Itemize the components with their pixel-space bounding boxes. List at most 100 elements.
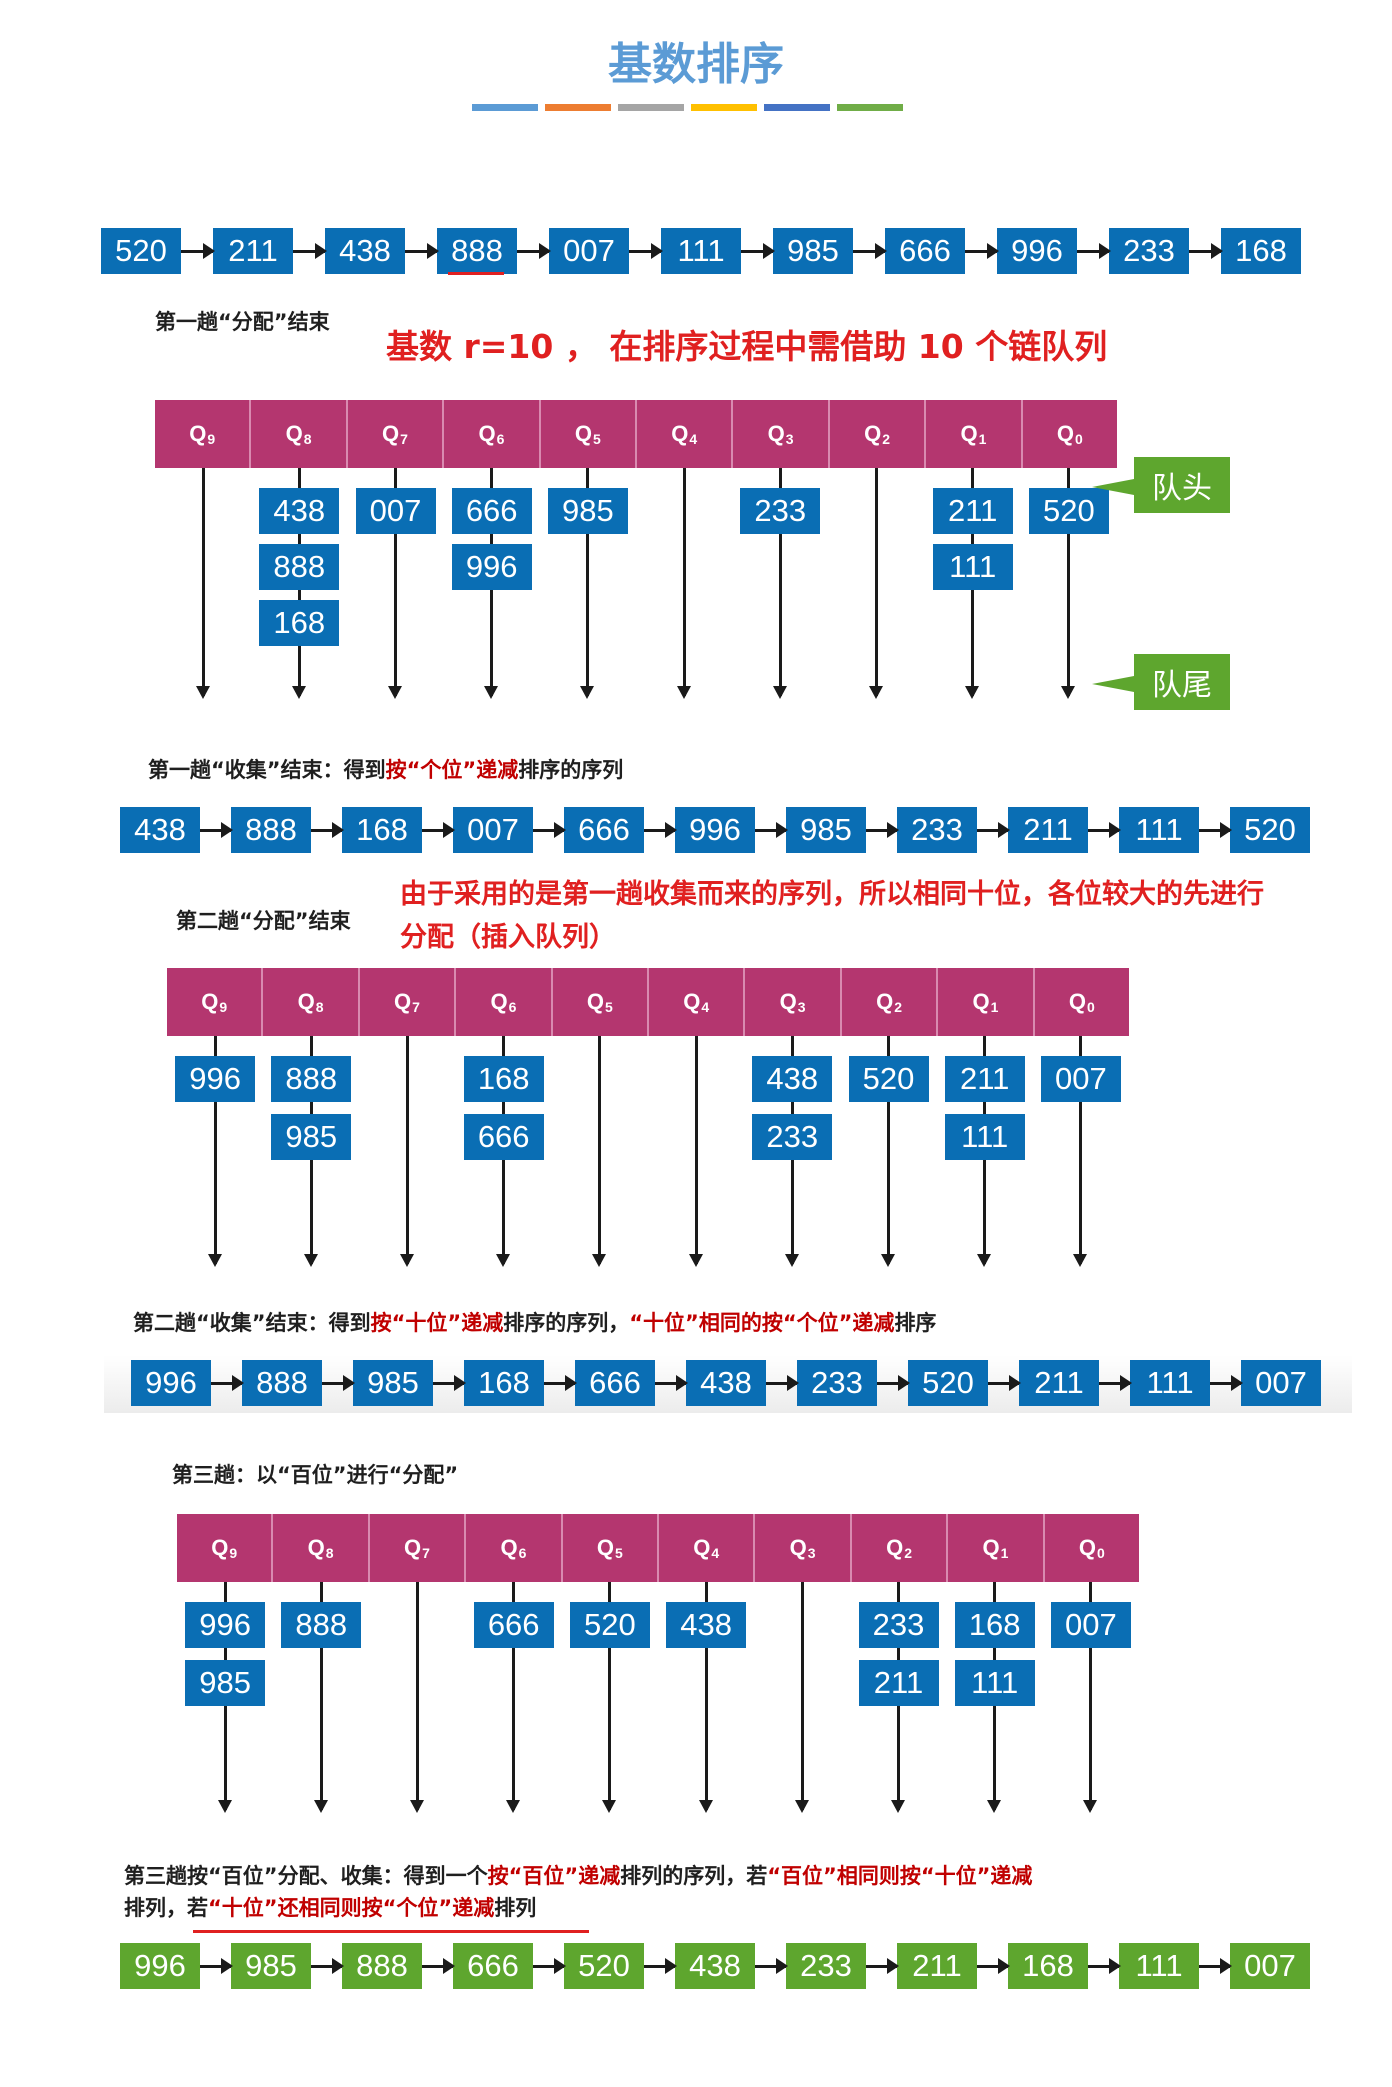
sequence-node: 007	[1241, 1360, 1321, 1406]
chain-arrow	[422, 821, 455, 838]
chain-arrow	[755, 1957, 788, 1974]
queue-item: 996	[185, 1602, 266, 1648]
queue-item: 438	[666, 1602, 747, 1648]
title-color-bar	[545, 104, 611, 111]
chain-arrow	[544, 1374, 577, 1391]
title-color-bar	[691, 104, 757, 111]
sequence-node: 888	[231, 807, 311, 853]
queue-item: 985	[185, 1660, 266, 1706]
sequence-node: 233	[786, 1943, 866, 1989]
pass3-summary-line2: 排列，若“十位”还相同则按“个位”递减排列	[124, 1893, 1032, 1925]
sequence-node: 985	[786, 807, 866, 853]
queue-item: 007	[1050, 1602, 1131, 1648]
sequence-node: 666	[575, 1360, 655, 1406]
queue-item: 666	[473, 1602, 554, 1648]
sequence-node: 520	[101, 228, 181, 274]
chain-arrow	[181, 242, 215, 259]
sequence-node: 211	[1008, 807, 1088, 853]
highlight-underline	[448, 272, 504, 275]
chain-arrow	[1099, 1374, 1132, 1391]
pass2-red-note: 由于采用的是第一趟收集而来的序列，所以相同十位，各位较大的先进行 分配（插入队列…	[400, 873, 1264, 959]
chain-arrow	[422, 1957, 455, 1974]
queue-item: 888	[259, 544, 340, 590]
sequence-node: 111	[1119, 807, 1199, 853]
sequence-node: 211	[213, 228, 293, 274]
queue-arrow	[869, 468, 883, 699]
chain-arrow	[655, 1374, 688, 1391]
chain-arrow	[644, 1957, 677, 1974]
queue-arrow	[1061, 468, 1076, 699]
sequence-node: 985	[773, 228, 853, 274]
sequence-node: 168	[1221, 228, 1301, 274]
chain-arrow	[1199, 821, 1232, 838]
chain-arrow	[965, 242, 999, 259]
chain-arrow	[1077, 242, 1111, 259]
chain-arrow	[1088, 1957, 1121, 1974]
pass3-summary: 第三趟按“百位”分配、收集：得到一个按“百位”递减排列的序列，若“百位”相同则按…	[124, 1861, 1032, 1924]
chain-arrow	[311, 821, 344, 838]
sequence-node: 666	[453, 1943, 533, 1989]
chain-arrow	[405, 242, 439, 259]
queue-arrow	[676, 468, 691, 699]
chain-arrow	[977, 1957, 1010, 1974]
pass2-collect-red2: “十位”相同的按“个位”递减	[629, 1311, 895, 1335]
sequence-node: 996	[131, 1360, 211, 1406]
pass3-line1-b: 排列的序列，若	[620, 1864, 768, 1888]
queue-arrow	[698, 1582, 713, 1813]
sequence-node: 007	[1230, 1943, 1310, 1989]
chain-arrow	[1189, 242, 1223, 259]
sequence-node: 168	[342, 807, 422, 853]
sequence-node: 888	[242, 1360, 322, 1406]
chain-arrow	[629, 242, 663, 259]
pass3-line2-red: “十位”还相同则按“个位”递减	[208, 1895, 495, 1920]
queue-item: 233	[752, 1114, 833, 1160]
queue-item: 233	[858, 1602, 939, 1648]
sequence-node: 438	[675, 1943, 755, 1989]
queue-item: 996	[451, 544, 532, 590]
queue-item: 168	[954, 1602, 1035, 1648]
queue-item: 520	[848, 1056, 929, 1102]
queue-arrow	[410, 1582, 424, 1813]
chain-arrow	[200, 1957, 233, 1974]
sequence-node: 996	[675, 807, 755, 853]
chain-arrow	[200, 821, 233, 838]
queue-arrow	[592, 1036, 607, 1267]
chain-arrow	[293, 242, 327, 259]
chain-arrow	[533, 821, 566, 838]
chain-arrow	[741, 242, 775, 259]
sequence-node: 666	[885, 228, 965, 274]
queue-arrow	[313, 1582, 328, 1813]
queue-item: 985	[271, 1114, 352, 1160]
pass2-collect-mid: 排序的序列，	[503, 1311, 630, 1335]
queue-item: 111	[944, 1114, 1025, 1160]
chain-arrow	[322, 1374, 355, 1391]
chain-arrow	[988, 1374, 1021, 1391]
queue-item: 666	[451, 488, 532, 534]
pass3-line2-b: 排列	[494, 1895, 537, 1920]
chain-arrow	[1088, 821, 1121, 838]
sequence-node: 233	[897, 807, 977, 853]
sequence-node: 007	[453, 807, 533, 853]
sequence-node: 168	[464, 1360, 544, 1406]
title-color-bar	[618, 104, 684, 111]
sequence-node: 168	[1008, 1943, 1088, 1989]
